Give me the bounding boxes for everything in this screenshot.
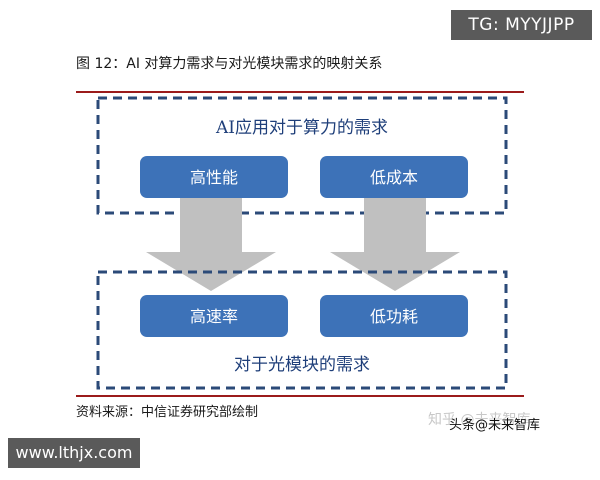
box-high-speed-label: 高速率 — [190, 307, 238, 326]
left-down-arrow — [146, 196, 276, 291]
box-high-speed — [140, 295, 288, 337]
bottom-group-label: 对于光模块的需求 — [234, 355, 370, 375]
top-group-frame — [96, 96, 508, 215]
telegram-watermark-badge: TG: MYYJJPP — [451, 10, 592, 40]
author-watermark: 头条@未来智库 — [449, 418, 541, 433]
box-low-cost-label: 低成本 — [370, 168, 418, 187]
box-low-power-label: 低功耗 — [370, 307, 418, 326]
zhihu-watermark: 知乎 @未来智库 — [428, 412, 531, 428]
top-divider — [76, 91, 524, 93]
figure-source: 资料来源：中信证券研究部绘制 — [76, 405, 259, 420]
bottom-divider — [76, 395, 524, 397]
box-low-power — [320, 295, 468, 337]
right-down-arrow — [330, 196, 460, 291]
site-watermark-badge: www.lthjx.com — [8, 438, 140, 468]
figure-title: 图 12：AI 对算力需求与对光模块需求的映射关系 — [76, 56, 383, 72]
bottom-group-frame — [96, 270, 508, 390]
top-group-label: AI应用对于算力的需求 — [215, 118, 388, 138]
box-high-performance — [140, 156, 288, 198]
box-high-performance-label: 高性能 — [190, 168, 238, 187]
box-low-cost — [320, 156, 468, 198]
